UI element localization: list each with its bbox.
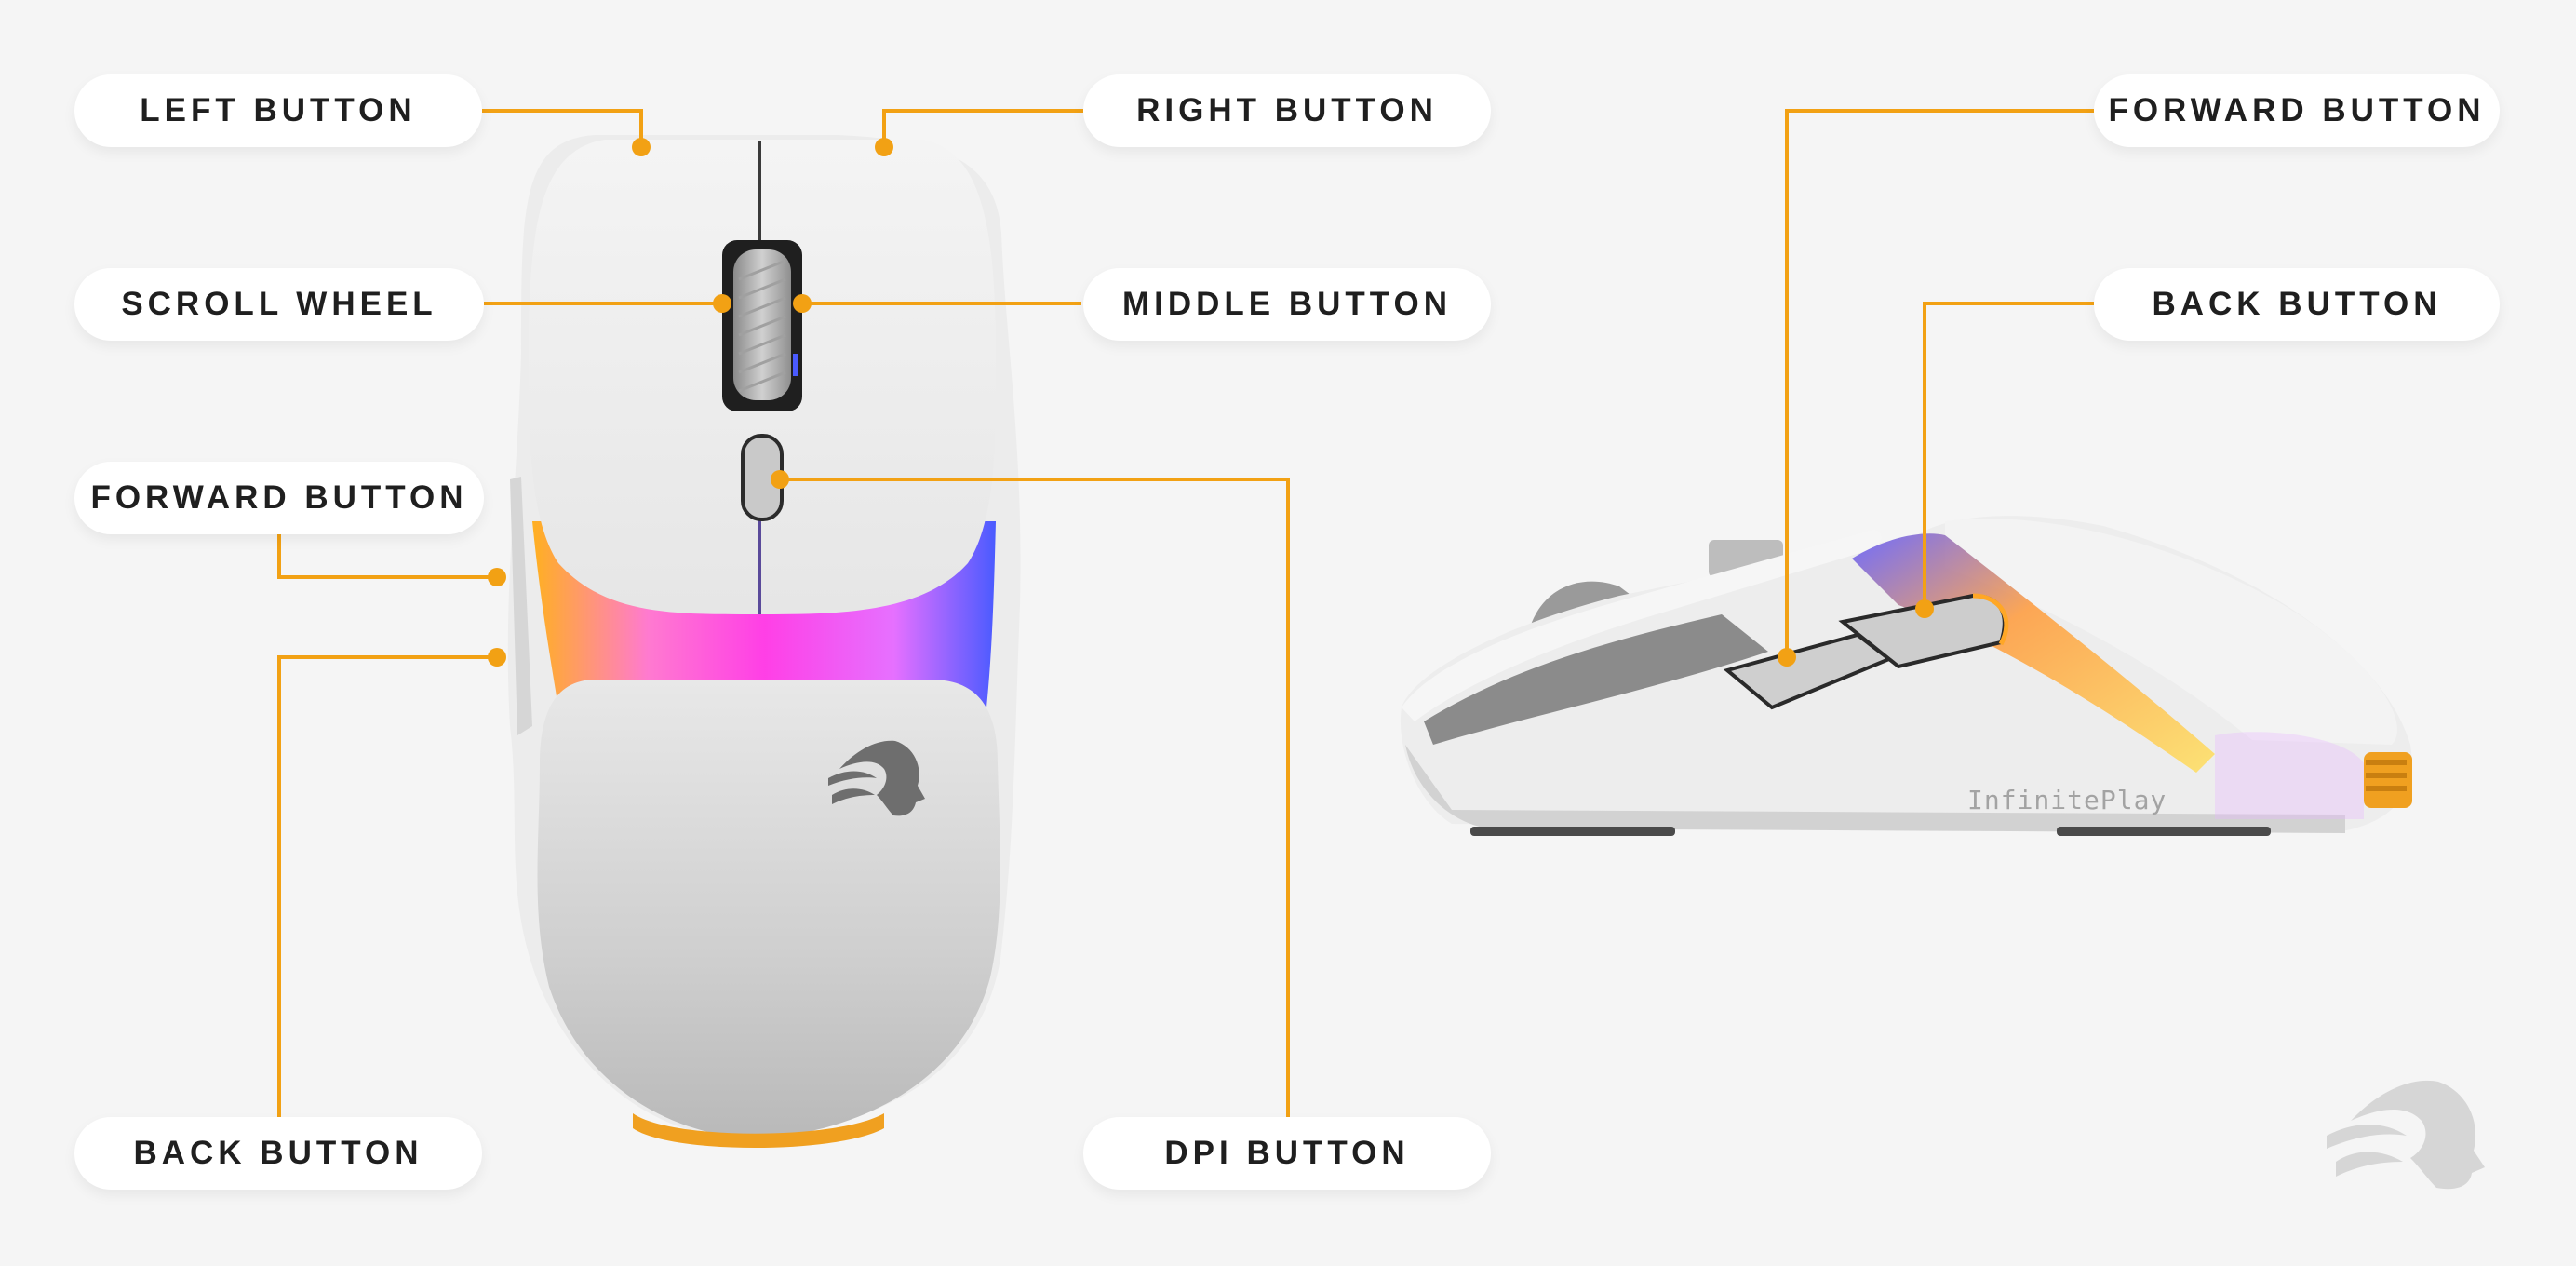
- label-back-button-side: BACK BUTTON: [2094, 268, 2500, 341]
- side-base: [1405, 745, 2345, 833]
- label-forward-button-top: FORWARD BUTTON: [74, 462, 484, 534]
- label-right-button: RIGHT BUTTON: [1083, 74, 1491, 147]
- label-back-button-top: BACK BUTTON: [74, 1117, 482, 1190]
- label-left-button: LEFT BUTTON: [74, 74, 482, 147]
- wind-hair-head-logo-icon: [2327, 1080, 2485, 1190]
- button-split-line: [758, 141, 761, 244]
- label-middle-button: MIDDLE BUTTON: [1083, 268, 1491, 341]
- label-scroll-wheel: SCROLL WHEEL: [74, 268, 484, 341]
- side-brand-text: InfinitePlay: [1967, 785, 2167, 815]
- side-rear-dial: [2364, 752, 2412, 808]
- side-left-button-shell: [1402, 530, 1882, 721]
- label-dpi-button: DPI BUTTON: [1083, 1117, 1491, 1190]
- glide-feet: [633, 1113, 884, 1148]
- label-forward-button-side: FORWARD BUTTON: [2094, 74, 2500, 147]
- side-buttons-rail: [510, 477, 532, 735]
